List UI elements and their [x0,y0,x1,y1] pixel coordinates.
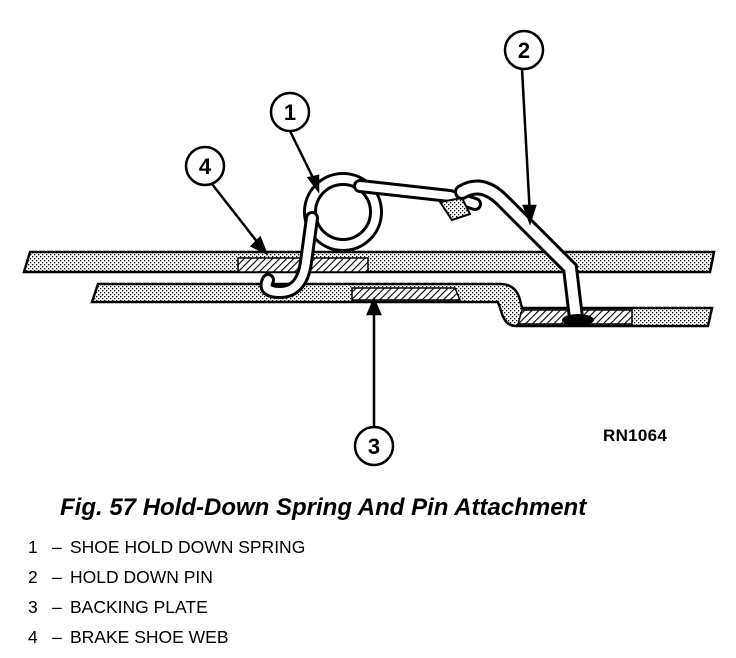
callout-4: 4 [184,145,226,187]
hold-down-spring [259,172,482,300]
svg-text:4: 4 [199,154,212,179]
legend-label: HOLD DOWN PIN [70,567,213,587]
legend-number: 4 [28,627,38,647]
figure-reference-code: RN1064 [603,426,668,445]
legend-number: 3 [28,597,38,617]
legend-item: 4–BRAKE SHOE WEB [28,626,305,656]
svg-text:2: 2 [518,38,530,63]
legend-item: 2–HOLD DOWN PIN [28,566,305,596]
backing-plate [90,282,714,328]
callout-2: 2 [503,29,545,71]
figure-caption: Fig. 57 Hold-Down Spring And Pin Attachm… [60,494,587,521]
legend-number: 1 [28,537,38,557]
legend-separator: – [52,597,62,617]
svg-text:1: 1 [284,100,296,125]
legend-separator: – [52,567,62,587]
spring-pin-diagram: 1 2 3 4 [22,29,716,467]
leader-lines [211,68,537,428]
legend-list: 1–SHOE HOLD DOWN SPRING 2–HOLD DOWN PIN … [28,536,305,656]
legend-label: BACKING PLATE [70,597,208,617]
svg-text:3: 3 [368,434,380,459]
legend-item: 1–SHOE HOLD DOWN SPRING [28,536,305,566]
legend-separator: – [52,537,62,557]
brake-shoe-web [22,250,716,274]
legend-number: 2 [28,567,38,587]
legend-item: 3–BACKING PLATE [28,596,305,626]
legend-label: SHOE HOLD DOWN SPRING [70,537,306,557]
legend-label: BRAKE SHOE WEB [70,627,229,647]
hold-down-pin [454,179,594,326]
callout-1: 1 [269,91,311,133]
legend-separator: – [52,627,62,647]
callout-3: 3 [353,425,395,467]
